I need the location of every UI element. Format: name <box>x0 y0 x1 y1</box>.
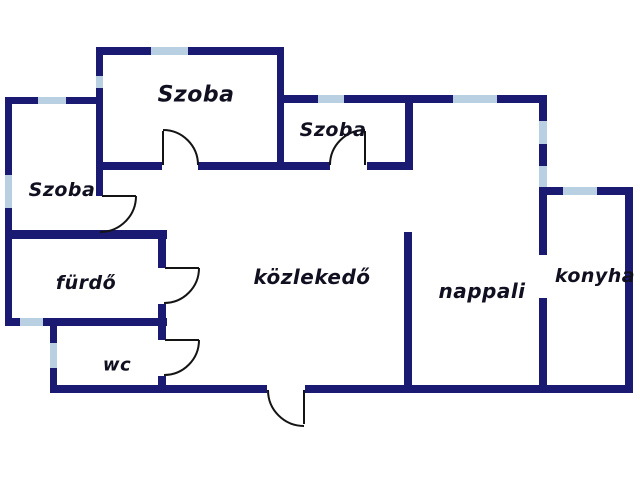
wall-mid-horizontal-a <box>96 162 162 170</box>
door-wc-arc <box>163 339 200 376</box>
wall-hall-nappali-divider <box>404 232 412 393</box>
window-alcove-top <box>453 95 497 103</box>
door-furdo-arc <box>163 267 200 304</box>
room-label-szoba-top: Szoba <box>157 82 235 108</box>
wall-szoba1-left <box>96 47 103 196</box>
wall-szoba2-right <box>405 95 413 170</box>
room-label-konyha: konyha <box>554 265 636 287</box>
window-szoba3-top <box>38 97 66 104</box>
wall-mid-horizontal-c <box>367 162 413 170</box>
room-label-szoba-mid: Szoba <box>299 119 367 141</box>
room-label-furdo: fürdő <box>55 272 117 294</box>
room-label-wc: wc <box>102 354 132 376</box>
wall-east-exterior <box>625 187 633 393</box>
window-bath-bottom <box>20 318 43 326</box>
wall-szoba1-top <box>96 47 284 55</box>
window-wc-left <box>50 343 57 368</box>
window-east-upper-1 <box>539 121 547 144</box>
wall-west-exterior <box>5 97 12 325</box>
wall-szoba1-szoba2-divider <box>277 47 284 170</box>
wall-bath-right-c <box>158 376 166 393</box>
door-szoba1-arc <box>162 129 199 166</box>
wall-szoba3-bottom <box>5 230 167 239</box>
door-szoba3-arc <box>99 195 137 233</box>
window-szoba3-left <box>5 175 12 208</box>
room-label-nappali: nappali <box>438 279 526 303</box>
wall-east-inner-lower <box>539 298 547 393</box>
wall-south-b <box>305 385 633 393</box>
room-label-szoba-left: Szoba <box>28 179 96 201</box>
window-east-upper-2 <box>539 166 547 187</box>
window-konyha-top <box>563 187 597 195</box>
wall-mid-horizontal-b <box>198 162 330 170</box>
room-label-kozlekedo: közlekedő <box>253 265 371 289</box>
window-szoba1-left <box>96 76 103 88</box>
window-szoba2-top <box>318 95 344 103</box>
wall-bath-right-a <box>158 230 166 268</box>
door-entrance-arc <box>267 389 305 427</box>
wall-bath-bottom <box>5 318 167 326</box>
window-szoba1-top <box>151 47 188 55</box>
